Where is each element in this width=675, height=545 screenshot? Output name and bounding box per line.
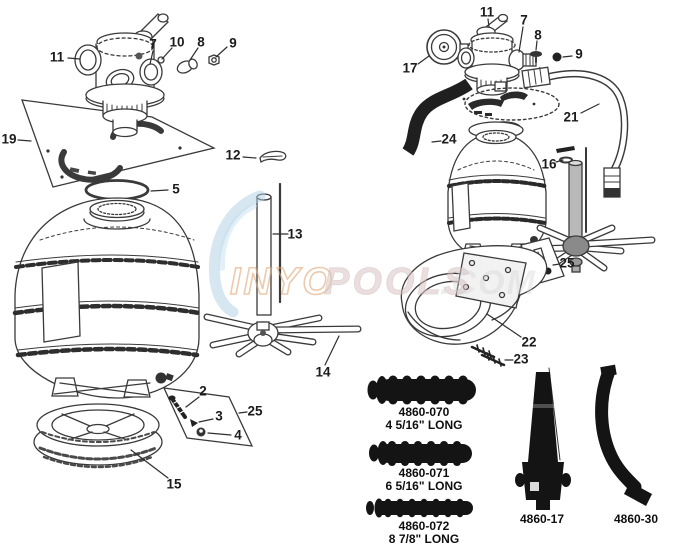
leader-14-left [324, 335, 340, 366]
leader-15-left [130, 449, 169, 479]
leader-4-left [207, 432, 232, 436]
lateral-part-072 [366, 498, 473, 518]
watermark-domain: .COM [440, 264, 537, 302]
lateral-assembly-left [203, 313, 362, 358]
leader-25-left [238, 411, 248, 414]
leader-8-left [189, 47, 199, 61]
hardware-kit-plate-left [162, 387, 254, 447]
tank-base-left [33, 403, 163, 469]
air-bleed-parts [556, 146, 575, 164]
filter-tank-left [12, 197, 202, 399]
leader-22-right [486, 313, 522, 338]
center-hub-part-17 [515, 367, 571, 510]
filter-tank-right [447, 121, 547, 261]
part-length-4860-071: 6 5/16" LONG [385, 479, 463, 493]
watermark-swoosh [208, 190, 266, 318]
part-code-4860-070: 4860-070 [398, 405, 450, 419]
connection-hose [521, 66, 629, 198]
part-code-4860-072: 4860-072 [398, 519, 450, 533]
clamp-screw-left [259, 150, 287, 164]
tank-base-right [400, 245, 548, 345]
part-length-4860-072: 8 7/8" LONG [388, 532, 460, 545]
multiport-valve-right [457, 13, 562, 96]
clamp-kit-plate-right [462, 87, 560, 121]
part-code-4860-30: 4860-30 [613, 512, 659, 526]
leader-11-left [67, 57, 81, 60]
leader-8-right [535, 40, 538, 51]
leader-9-left [215, 46, 228, 58]
leader-3-left [198, 418, 214, 423]
watermark-pools: POOLS [324, 261, 472, 303]
watermark-inyo: INYO [230, 261, 335, 303]
leader-24-right [431, 140, 442, 143]
leader-25-right [552, 263, 561, 266]
elbow-hose-black [402, 78, 473, 156]
multiport-valve-left [74, 13, 220, 138]
inyopools-watermark: INYO POOLS .COM [208, 190, 537, 318]
part-code-4860-17: 4860-17 [519, 512, 565, 526]
standpipe-lateral-right [529, 147, 656, 273]
leader-12-left [242, 156, 257, 159]
leader-7-left [149, 50, 154, 65]
leader-2-left [185, 396, 200, 408]
base-screws [470, 344, 506, 367]
tank-oring-left [84, 179, 150, 201]
leader-9-right [562, 55, 573, 58]
left-filter-assembly [12, 13, 362, 469]
right-filter-assembly [400, 13, 656, 367]
part-code-4860-071: 4860-071 [398, 466, 450, 480]
leader-5-left [150, 189, 169, 192]
leader-21-right [580, 103, 600, 114]
leader-16-right [555, 159, 564, 163]
leader-7-right [518, 26, 524, 53]
leader-11-right [487, 18, 490, 28]
callout-leader-lines [17, 18, 600, 479]
lateral-part-071 [369, 441, 472, 466]
hose-part-30 [595, 364, 652, 506]
leader-19-left [17, 139, 32, 142]
leader-10-left [161, 47, 173, 60]
lateral-part-070 [367, 375, 476, 405]
part-length-4860-070: 4 5/16" LONG [385, 418, 463, 432]
leader-17-right [417, 55, 430, 65]
